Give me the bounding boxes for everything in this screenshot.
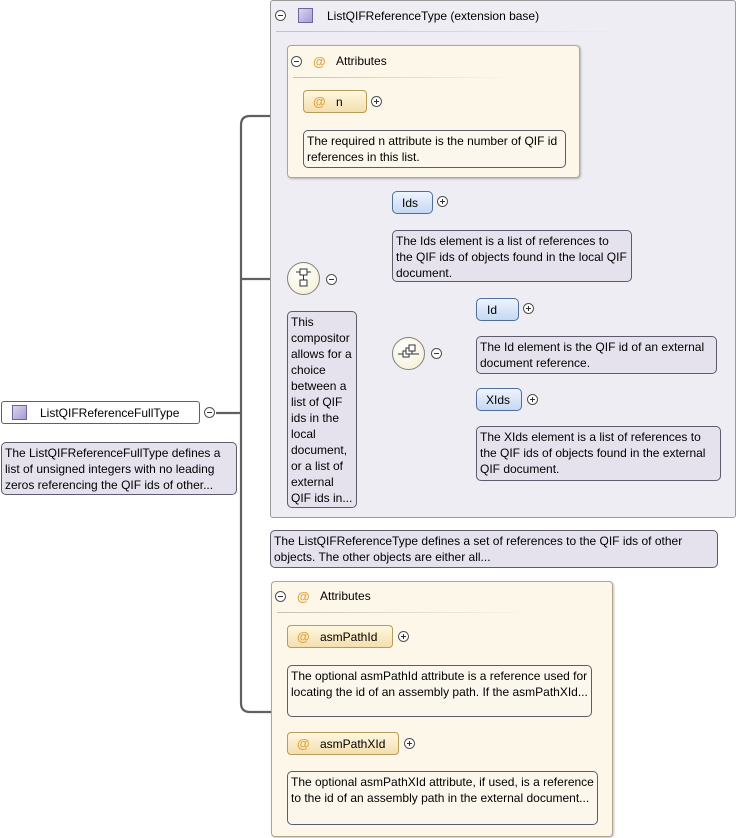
attribute-icon: @: [313, 54, 326, 69]
root-type-label: ListQIFReferenceFullType: [40, 406, 180, 420]
extension-attributes-title: Attributes: [336, 54, 387, 68]
attribute-n-doc: The required n attribute is the number o…: [303, 130, 566, 168]
root-collapse-toggle[interactable]: [204, 407, 215, 418]
extension-attributes-collapse-toggle[interactable]: [291, 56, 302, 67]
element-xids[interactable]: XIds: [476, 388, 522, 411]
divider: [293, 77, 513, 78]
attribute-icon: @: [297, 589, 310, 604]
attribute-asmpathid-expand-toggle[interactable]: [398, 631, 409, 642]
element-id-doc: The Id element is the QIF id of an exter…: [476, 336, 717, 374]
element-id[interactable]: Id: [476, 298, 519, 321]
attribute-asmpathxid-expand-toggle[interactable]: [404, 738, 415, 749]
attribute-asmpathid[interactable]: @ asmPathId: [287, 625, 393, 648]
attribute-n-label: n: [336, 95, 343, 109]
element-ids-doc: The Ids element is a list of references …: [392, 230, 632, 282]
choice-icon: [296, 268, 311, 287]
attribute-asmpathxid-label: asmPathXId: [320, 737, 386, 751]
sequence-icon: [398, 344, 419, 358]
attribute-asmpathid-doc: The optional asmPathId attribute is a re…: [287, 665, 592, 717]
attribute-icon: @: [297, 629, 310, 644]
element-id-expand-toggle[interactable]: [523, 303, 534, 314]
choice-doc: This compositor allows for a choice betw…: [287, 311, 357, 508]
attributes-collapse-toggle[interactable]: [275, 591, 286, 602]
root-doc: The ListQIFReferenceFullType defines a l…: [1, 442, 237, 495]
complex-type-icon: [12, 405, 27, 420]
divider: [277, 612, 537, 613]
element-xids-expand-toggle[interactable]: [527, 394, 538, 405]
element-ids-label: Ids: [402, 196, 419, 210]
extension-collapse-toggle[interactable]: [275, 10, 286, 21]
attribute-n[interactable]: @ n: [303, 90, 367, 113]
attributes-title: Attributes: [320, 589, 371, 603]
attribute-asmpathxid[interactable]: @ asmPathXId: [287, 732, 399, 755]
attribute-icon: @: [313, 94, 326, 109]
complex-type-icon: [298, 8, 313, 23]
attribute-n-expand-toggle[interactable]: [371, 96, 382, 107]
attribute-asmpathid-label: asmPathId: [320, 630, 378, 644]
root-type[interactable]: ListQIFReferenceFullType: [1, 401, 200, 424]
divider: [276, 31, 626, 32]
element-xids-label: XIds: [486, 393, 511, 407]
attribute-icon: @: [297, 736, 310, 751]
attribute-asmpathxid-doc: The optional asmPathXId attribute, if us…: [287, 771, 598, 825]
extension-title: ListQIFReferenceType (extension base): [327, 9, 540, 23]
sequence-compositor[interactable]: [392, 337, 425, 370]
choice-collapse-toggle[interactable]: [326, 274, 337, 285]
element-ids-expand-toggle[interactable]: [437, 196, 448, 207]
element-id-label: Id: [487, 303, 498, 317]
extension-doc: The ListQIFReferenceType defines a set o…: [270, 530, 718, 568]
element-ids[interactable]: Ids: [392, 191, 433, 214]
sequence-collapse-toggle[interactable]: [431, 348, 442, 359]
element-xids-doc: The XIds element is a list of references…: [476, 426, 721, 481]
choice-compositor[interactable]: [287, 262, 320, 295]
